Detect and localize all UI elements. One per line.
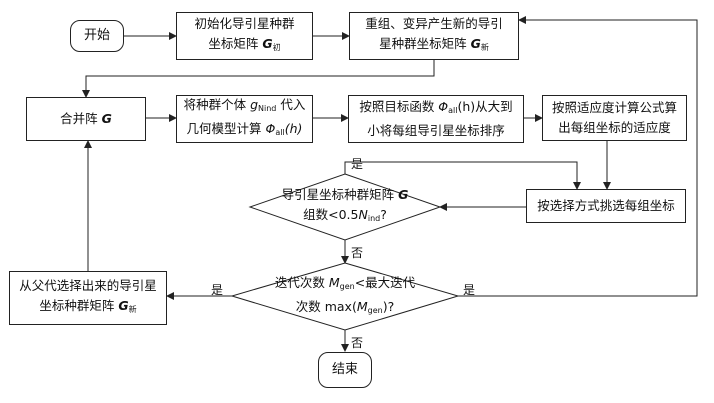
decision1-no-label: 否: [351, 246, 364, 260]
sub-line2-var: Φ: [265, 121, 276, 136]
decision1-text: 导引星坐标种群矩阵 G 组数<0.5Nind?: [262, 186, 428, 228]
merge-text: 合并阵: [60, 111, 102, 126]
d1-line2-pre: 组数<0.5: [303, 207, 359, 222]
recomb-sub: 新: [480, 43, 489, 52]
sub-line2-pre: 几何模型计算: [186, 121, 266, 136]
parents-var: G: [118, 298, 129, 313]
parents-line2-text: 坐标种群矩阵: [39, 298, 119, 313]
decision2-yes-left-label: 是: [211, 283, 224, 297]
sort-line1-post: (h)从大到: [457, 99, 513, 114]
d2-line2-post: )?: [382, 299, 395, 314]
d2-line1-pre: 迭代次数: [274, 275, 329, 290]
decision2-yes-right-label: 是: [463, 283, 476, 297]
sort-line2: 小将每组导引星坐标排序: [367, 123, 505, 138]
substitute-model-box: 将种群个体 gNind 代入 几何模型计算 Φall(h): [176, 95, 313, 143]
sub-line2-sub: all: [275, 128, 285, 137]
end-label: 结束: [331, 362, 358, 377]
fitness-box: 按照适应度计算公式算 出每组坐标的适应度: [542, 95, 687, 141]
recombine-mutate-box: 重组、变异产生新的导引 星种群坐标矩阵 G新: [349, 12, 519, 60]
sub-line2-post: (h): [284, 121, 303, 136]
d1-line2-var: N: [358, 207, 368, 222]
recomb-var: G: [470, 36, 481, 51]
start-terminal: 开始: [70, 20, 124, 52]
init-line1: 初始化导引星种群: [194, 16, 295, 31]
d2-line1-var: M: [328, 275, 340, 290]
d2-line2-sub: gen: [367, 306, 383, 315]
select-label: 按选择方式挑选每组坐标: [537, 198, 675, 213]
select-box: 按选择方式挑选每组坐标: [526, 189, 686, 223]
sort-line1-var: Φ: [438, 99, 449, 114]
merge-matrix-box: 合并阵 G: [26, 97, 146, 141]
sub-line1-sub: Nind: [258, 104, 277, 113]
decision1-yes-label: 是: [351, 157, 364, 171]
merge-var: G: [101, 111, 112, 126]
sort-line1-pre: 按照目标函数: [359, 99, 439, 114]
parent-selection-box: 从父代选择出来的导引星 坐标种群矩阵 G新: [9, 271, 167, 325]
parents-line1: 从父代选择出来的导引星: [19, 278, 157, 293]
arrow-recomb-merge: [82, 60, 435, 98]
parents-sub: 新: [128, 305, 137, 314]
decision2-no-label: 否: [351, 336, 364, 350]
d1-line2-post: ?: [380, 207, 387, 222]
arrow-decision1-yes: [344, 161, 581, 190]
arrow-decision2-yes-right: [458, 16, 698, 297]
sort-line1-sub: all: [448, 106, 458, 115]
start-label: 开始: [83, 28, 110, 43]
d2-line2-pre: 次数 max(: [295, 299, 357, 314]
decision1-diamond: [248, 173, 442, 241]
recomb-line2-text: 星种群坐标矩阵: [379, 36, 471, 51]
init-var: G: [262, 36, 273, 51]
init-sub: 初: [272, 43, 281, 52]
d1-line2-sub: ind: [367, 214, 381, 223]
d1-line1-var: G: [398, 187, 409, 202]
sub-line1-post: 代入: [276, 97, 306, 112]
fitness-line2: 出每组坐标的适应度: [558, 120, 671, 135]
init-population-box: 初始化导引星种群 坐标矩阵 G初: [176, 12, 313, 60]
d2-line2-var: M: [356, 299, 368, 314]
end-terminal: 结束: [318, 352, 372, 388]
recomb-line1: 重组、变异产生新的导引: [365, 16, 503, 31]
d2-line1-post: <最大迭代: [354, 275, 416, 290]
d2-line1-sub: gen: [339, 282, 355, 291]
decision2-diamond: [230, 262, 460, 331]
init-line2-text: 坐标矩阵: [208, 36, 263, 51]
sub-line1-pre: 将种群个体: [183, 97, 251, 112]
sort-objective-box: 按照目标函数 Φall(h)从大到 小将每组导引星坐标排序: [348, 95, 524, 143]
d1-line1-pre: 导引星坐标种群矩阵: [281, 187, 399, 202]
decision2-text: 迭代次数 Mgen<最大迭代 次数 max(Mgen)?: [250, 275, 440, 318]
fitness-line1: 按照适应度计算公式算: [551, 100, 677, 115]
sub-line1-var: g: [250, 97, 259, 112]
